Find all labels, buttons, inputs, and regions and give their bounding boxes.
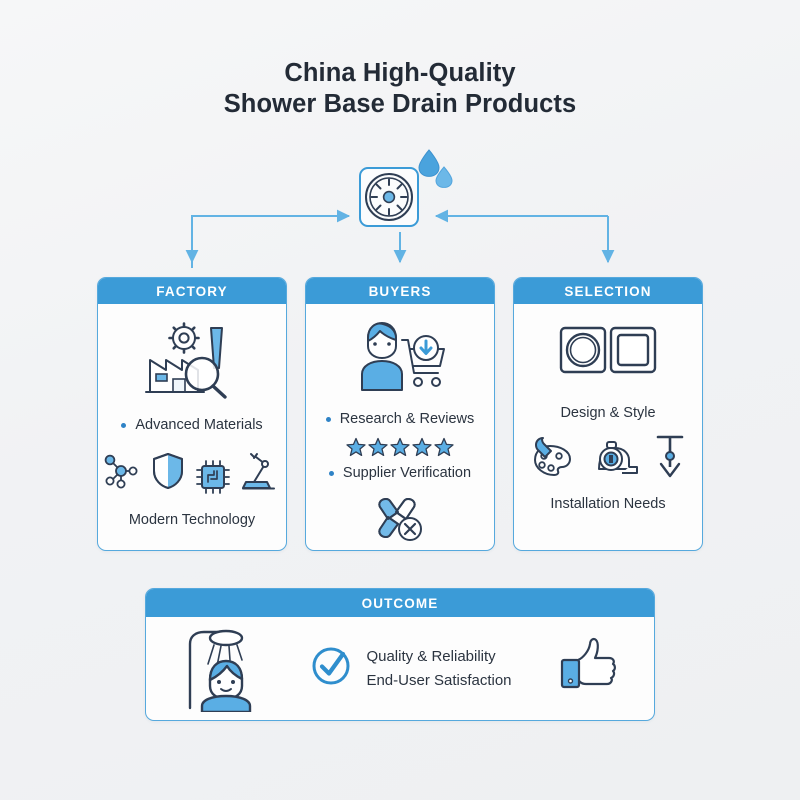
check-circle-icon bbox=[310, 645, 352, 692]
outcome-line-0: Quality & Reliability bbox=[366, 648, 496, 665]
drain-tool-icon bbox=[653, 433, 687, 484]
bullet-dot bbox=[121, 422, 127, 428]
card-outcome-header: OUTCOME bbox=[146, 589, 654, 617]
title-line-1: China High-Quality bbox=[284, 59, 516, 87]
selection-item-0-label: Design & Style bbox=[560, 405, 656, 421]
factory-tech-icons bbox=[98, 447, 286, 500]
card-outcome-body: Quality & Reliability End-User Satisfact… bbox=[146, 617, 654, 720]
title-line-2: Shower Base Drain Products bbox=[223, 90, 577, 118]
card-buyers-header: BUYERS bbox=[306, 278, 494, 304]
shower-drain-icon bbox=[358, 166, 420, 228]
card-outcome[interactable]: OUTCOME bbox=[145, 588, 655, 721]
robot-arm-icon bbox=[241, 450, 283, 497]
palette-wrench-icon bbox=[529, 434, 577, 483]
tape-measure-icon bbox=[591, 434, 639, 483]
shield-icon bbox=[151, 451, 185, 496]
card-factory[interactable]: FACTORY bbox=[97, 277, 287, 551]
shopper-cart-icon bbox=[352, 318, 448, 399]
buyers-item-0-label: Research & Reviews bbox=[339, 411, 475, 427]
outcome-lines: Quality & Reliability End-User Satisfact… bbox=[366, 648, 511, 689]
factory-item-1-label: Modern Technology bbox=[128, 512, 256, 528]
thumbs-up-icon bbox=[556, 636, 622, 701]
factory-item-0: Advanced Materials bbox=[121, 417, 263, 433]
outcome-statement: Quality & Reliability End-User Satisfact… bbox=[310, 645, 512, 692]
outcome-line-1: End-User Satisfaction bbox=[366, 672, 512, 689]
card-selection[interactable]: SELECTION Design & Style bbox=[513, 277, 703, 551]
factory-gear-magnifier-icon bbox=[140, 316, 244, 407]
card-selection-header: SELECTION bbox=[514, 278, 702, 304]
round-square-drain-icon bbox=[559, 326, 657, 379]
buyers-item-1: Supplier Verification bbox=[328, 465, 472, 481]
molecule-icon bbox=[101, 451, 141, 496]
water-droplets-icon bbox=[416, 148, 458, 192]
selection-install-icons bbox=[529, 433, 687, 484]
factory-item-0-label: Advanced Materials bbox=[135, 417, 263, 433]
buyers-item-0: Research & Reviews bbox=[325, 411, 475, 427]
buyers-item-1-label: Supplier Verification bbox=[342, 465, 472, 481]
card-selection-body: Design & Style bbox=[514, 304, 702, 550]
card-factory-header: FACTORY bbox=[98, 278, 286, 304]
bullet-dot bbox=[325, 416, 331, 422]
card-factory-body: Advanced Materials bbox=[98, 304, 286, 550]
card-buyers-body: Research & Reviews Supplier Verification bbox=[306, 304, 494, 550]
verified-badge-x-icon bbox=[372, 493, 428, 550]
selection-item-1-label: Installation Needs bbox=[550, 496, 666, 512]
card-buyers[interactable]: BUYERS bbox=[305, 277, 495, 551]
rating-stars bbox=[346, 437, 454, 457]
microchip-icon bbox=[195, 459, 231, 500]
person-showering-icon bbox=[174, 620, 266, 717]
bullet-dot bbox=[328, 470, 334, 476]
page-title: China High-Quality Shower Base Drain Pro… bbox=[0, 58, 800, 120]
